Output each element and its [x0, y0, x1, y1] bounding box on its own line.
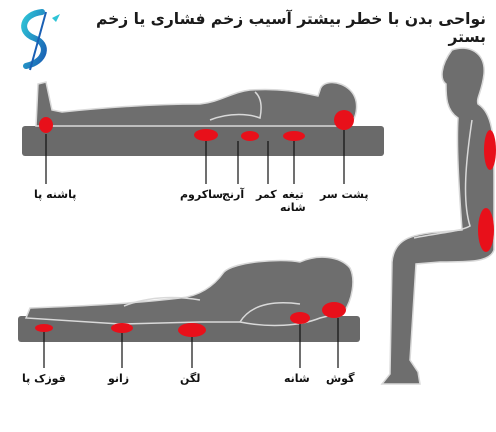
label-elbow: آرنج: [222, 188, 244, 201]
seated-body: [382, 48, 494, 384]
seated-figure: [382, 48, 496, 384]
label-heel: پاشنه پا: [34, 188, 76, 201]
supine-figure: [22, 82, 384, 184]
supine-body: [36, 82, 357, 126]
supine-blade-pressure: [283, 131, 305, 141]
supine-sacrum-pressure: [194, 129, 218, 141]
label-back-of-head: پشت سر: [320, 188, 368, 201]
label-waist: کمر: [256, 188, 277, 201]
label-ear: گوش: [326, 372, 354, 385]
lateral-shoulder-pressure: [290, 312, 310, 324]
lateral-figure: [18, 257, 360, 368]
lateral-ear-pressure: [322, 302, 346, 318]
s-curve-logo-icon: [24, 12, 60, 70]
label-shoulder-blade: تیغه شانه: [280, 188, 306, 214]
label-shoulder: شانه: [284, 372, 310, 385]
supine-heel-pressure: [39, 117, 53, 133]
supine-elbow-pressure: [241, 131, 259, 141]
lateral-ankle-pressure: [35, 324, 53, 332]
lateral-knee-pressure: [111, 323, 133, 333]
label-hip: لگن: [180, 372, 200, 385]
supine-head-pressure: [334, 110, 354, 130]
seated-buttock-pressure: [478, 208, 494, 252]
page-title: نواحی بدن با خطر بیشتر آسیب زخم فشاری یا…: [86, 10, 486, 46]
label-knee: زانو: [108, 372, 129, 385]
seated-back-pressure: [484, 130, 496, 170]
label-sacrum: ساکروم: [180, 188, 223, 201]
label-ankle: قوزک پا: [22, 372, 66, 385]
lateral-hip-pressure: [178, 323, 206, 337]
